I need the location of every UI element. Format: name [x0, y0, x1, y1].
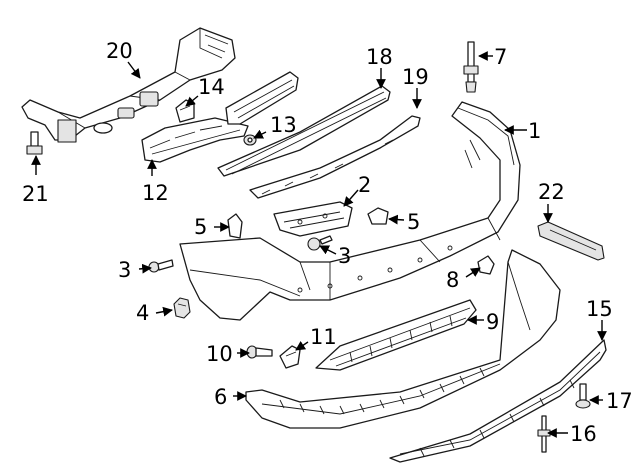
callout-18: 18	[366, 45, 393, 69]
callout-20: 20	[106, 39, 133, 63]
callout-1: 1	[528, 119, 541, 143]
scuff-plate-part-18[interactable]	[217, 85, 391, 177]
lower-cover-part-6[interactable]	[245, 249, 561, 429]
bracket-part-5-left[interactable]	[227, 213, 243, 239]
callout-3-center: 3	[338, 244, 351, 268]
callout-16: 16	[570, 422, 597, 446]
callout-2: 2	[358, 173, 371, 197]
fastener-part-13[interactable]	[243, 134, 257, 146]
skid-plate-part-15[interactable]	[389, 339, 607, 463]
callout-13: 13	[270, 113, 297, 137]
rivet-part-16[interactable]	[537, 415, 551, 453]
callout-17: 17	[606, 389, 633, 413]
bracket-part-14[interactable]	[175, 99, 195, 123]
reinforcement-part-19[interactable]	[249, 115, 421, 199]
callout-labels: 1 2 3 3 4 5 5 6 7 8 9 10 11 12 13 14 15 …	[22, 39, 633, 446]
callout-9: 9	[486, 310, 499, 334]
bracket-part-8[interactable]	[477, 255, 495, 275]
callout-15: 15	[586, 297, 613, 321]
callout-8: 8	[446, 268, 459, 292]
screw-part-3-left[interactable]	[148, 259, 174, 273]
callout-21: 21	[22, 182, 49, 206]
bumper-cover-part-1[interactable]	[179, 101, 521, 321]
bolt-part-10[interactable]	[246, 345, 273, 359]
screw-part-17[interactable]	[575, 383, 591, 409]
callout-19: 19	[402, 65, 429, 89]
callout-5-left: 5	[194, 215, 207, 239]
fastener-part-3-center[interactable]	[307, 235, 333, 251]
callout-6: 6	[214, 385, 227, 409]
bolt-part-21[interactable]	[26, 131, 43, 155]
leader-lines	[31, 51, 607, 438]
callout-14: 14	[198, 75, 225, 99]
callout-22: 22	[538, 180, 565, 204]
bracket-part-5-right[interactable]	[367, 207, 389, 225]
callout-7: 7	[494, 45, 507, 69]
callout-11: 11	[310, 325, 337, 349]
clip-part-7[interactable]	[463, 41, 479, 93]
center-bracket-part-2[interactable]	[273, 201, 353, 237]
step-pad-part[interactable]	[225, 71, 299, 125]
callout-12: 12	[142, 181, 169, 205]
push-pin-part-4[interactable]	[173, 297, 191, 319]
energy-absorber-part-9[interactable]	[315, 299, 477, 371]
trailer-hitch-part[interactable]	[21, 27, 236, 143]
bracket-part-11[interactable]	[279, 345, 301, 369]
callout-5-right: 5	[407, 210, 420, 234]
callout-3-left: 3	[118, 258, 131, 282]
reflector-part-22[interactable]	[537, 221, 605, 261]
callout-4: 4	[136, 301, 149, 325]
callout-10: 10	[206, 342, 233, 366]
